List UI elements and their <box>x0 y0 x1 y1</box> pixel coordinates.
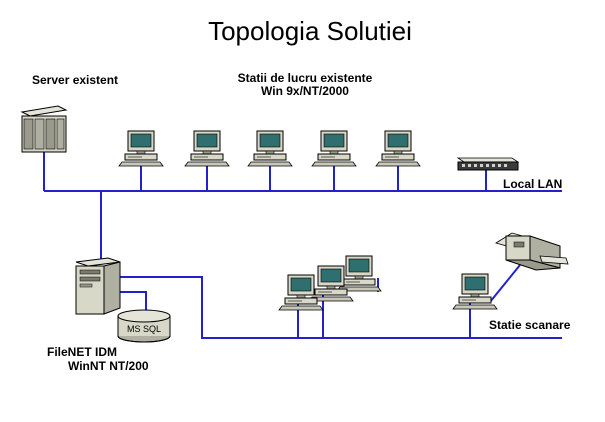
database-icon: MS SQL <box>117 309 171 343</box>
workstation-icon-5 <box>375 130 421 167</box>
existing-server-icon <box>20 105 68 153</box>
label-filenet-line1: FileNET IDM <box>47 345 117 359</box>
filenet-server-icon <box>75 257 121 315</box>
workstation-icon-2 <box>184 130 230 167</box>
workstation-icon-4 <box>311 130 357 167</box>
diagram-title: Topologia Solutiei <box>208 16 412 46</box>
network-hub-icon <box>456 157 520 171</box>
label-statii-line2: Win 9x/NT/2000 <box>261 84 349 98</box>
workstation-icon-3 <box>247 130 293 167</box>
workstation-icon-1 <box>118 130 164 167</box>
scanner-icon <box>495 232 569 271</box>
label-server-existent: Server existent <box>32 73 118 87</box>
label-statii-line1: Statii de lucru existente <box>238 71 373 85</box>
scanner-to-station <box>489 264 521 303</box>
filenet-to-mssql <box>118 291 147 310</box>
label-statie-scanare: Statie scanare <box>489 318 571 332</box>
scan-station-workstation-icon <box>452 273 498 310</box>
label-filenet-line2: WinNT NT/200 <box>68 359 149 373</box>
database-label: MS SQL <box>127 324 161 334</box>
filenet-to-segment <box>118 276 562 339</box>
label-local-lan: Local LAN <box>503 177 562 191</box>
